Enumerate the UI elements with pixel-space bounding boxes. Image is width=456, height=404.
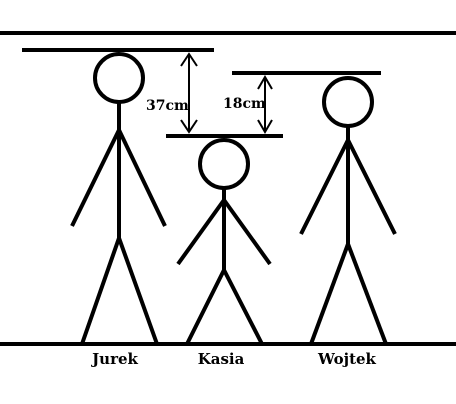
person-label-kasia: Kasia <box>198 350 245 368</box>
jurek-figure <box>70 52 167 345</box>
measure-label-18cm: 18cm <box>223 96 266 112</box>
person-label-wojtek: Wojtek <box>317 350 377 368</box>
kasia-figure <box>176 138 272 345</box>
measure-label-37cm: 37cm <box>146 98 189 114</box>
person-label-jurek: Jurek <box>90 350 138 368</box>
measure-arrow-18cm <box>257 75 273 134</box>
wojtek-figure <box>299 76 397 345</box>
measure-arrow-37cm <box>180 52 198 134</box>
